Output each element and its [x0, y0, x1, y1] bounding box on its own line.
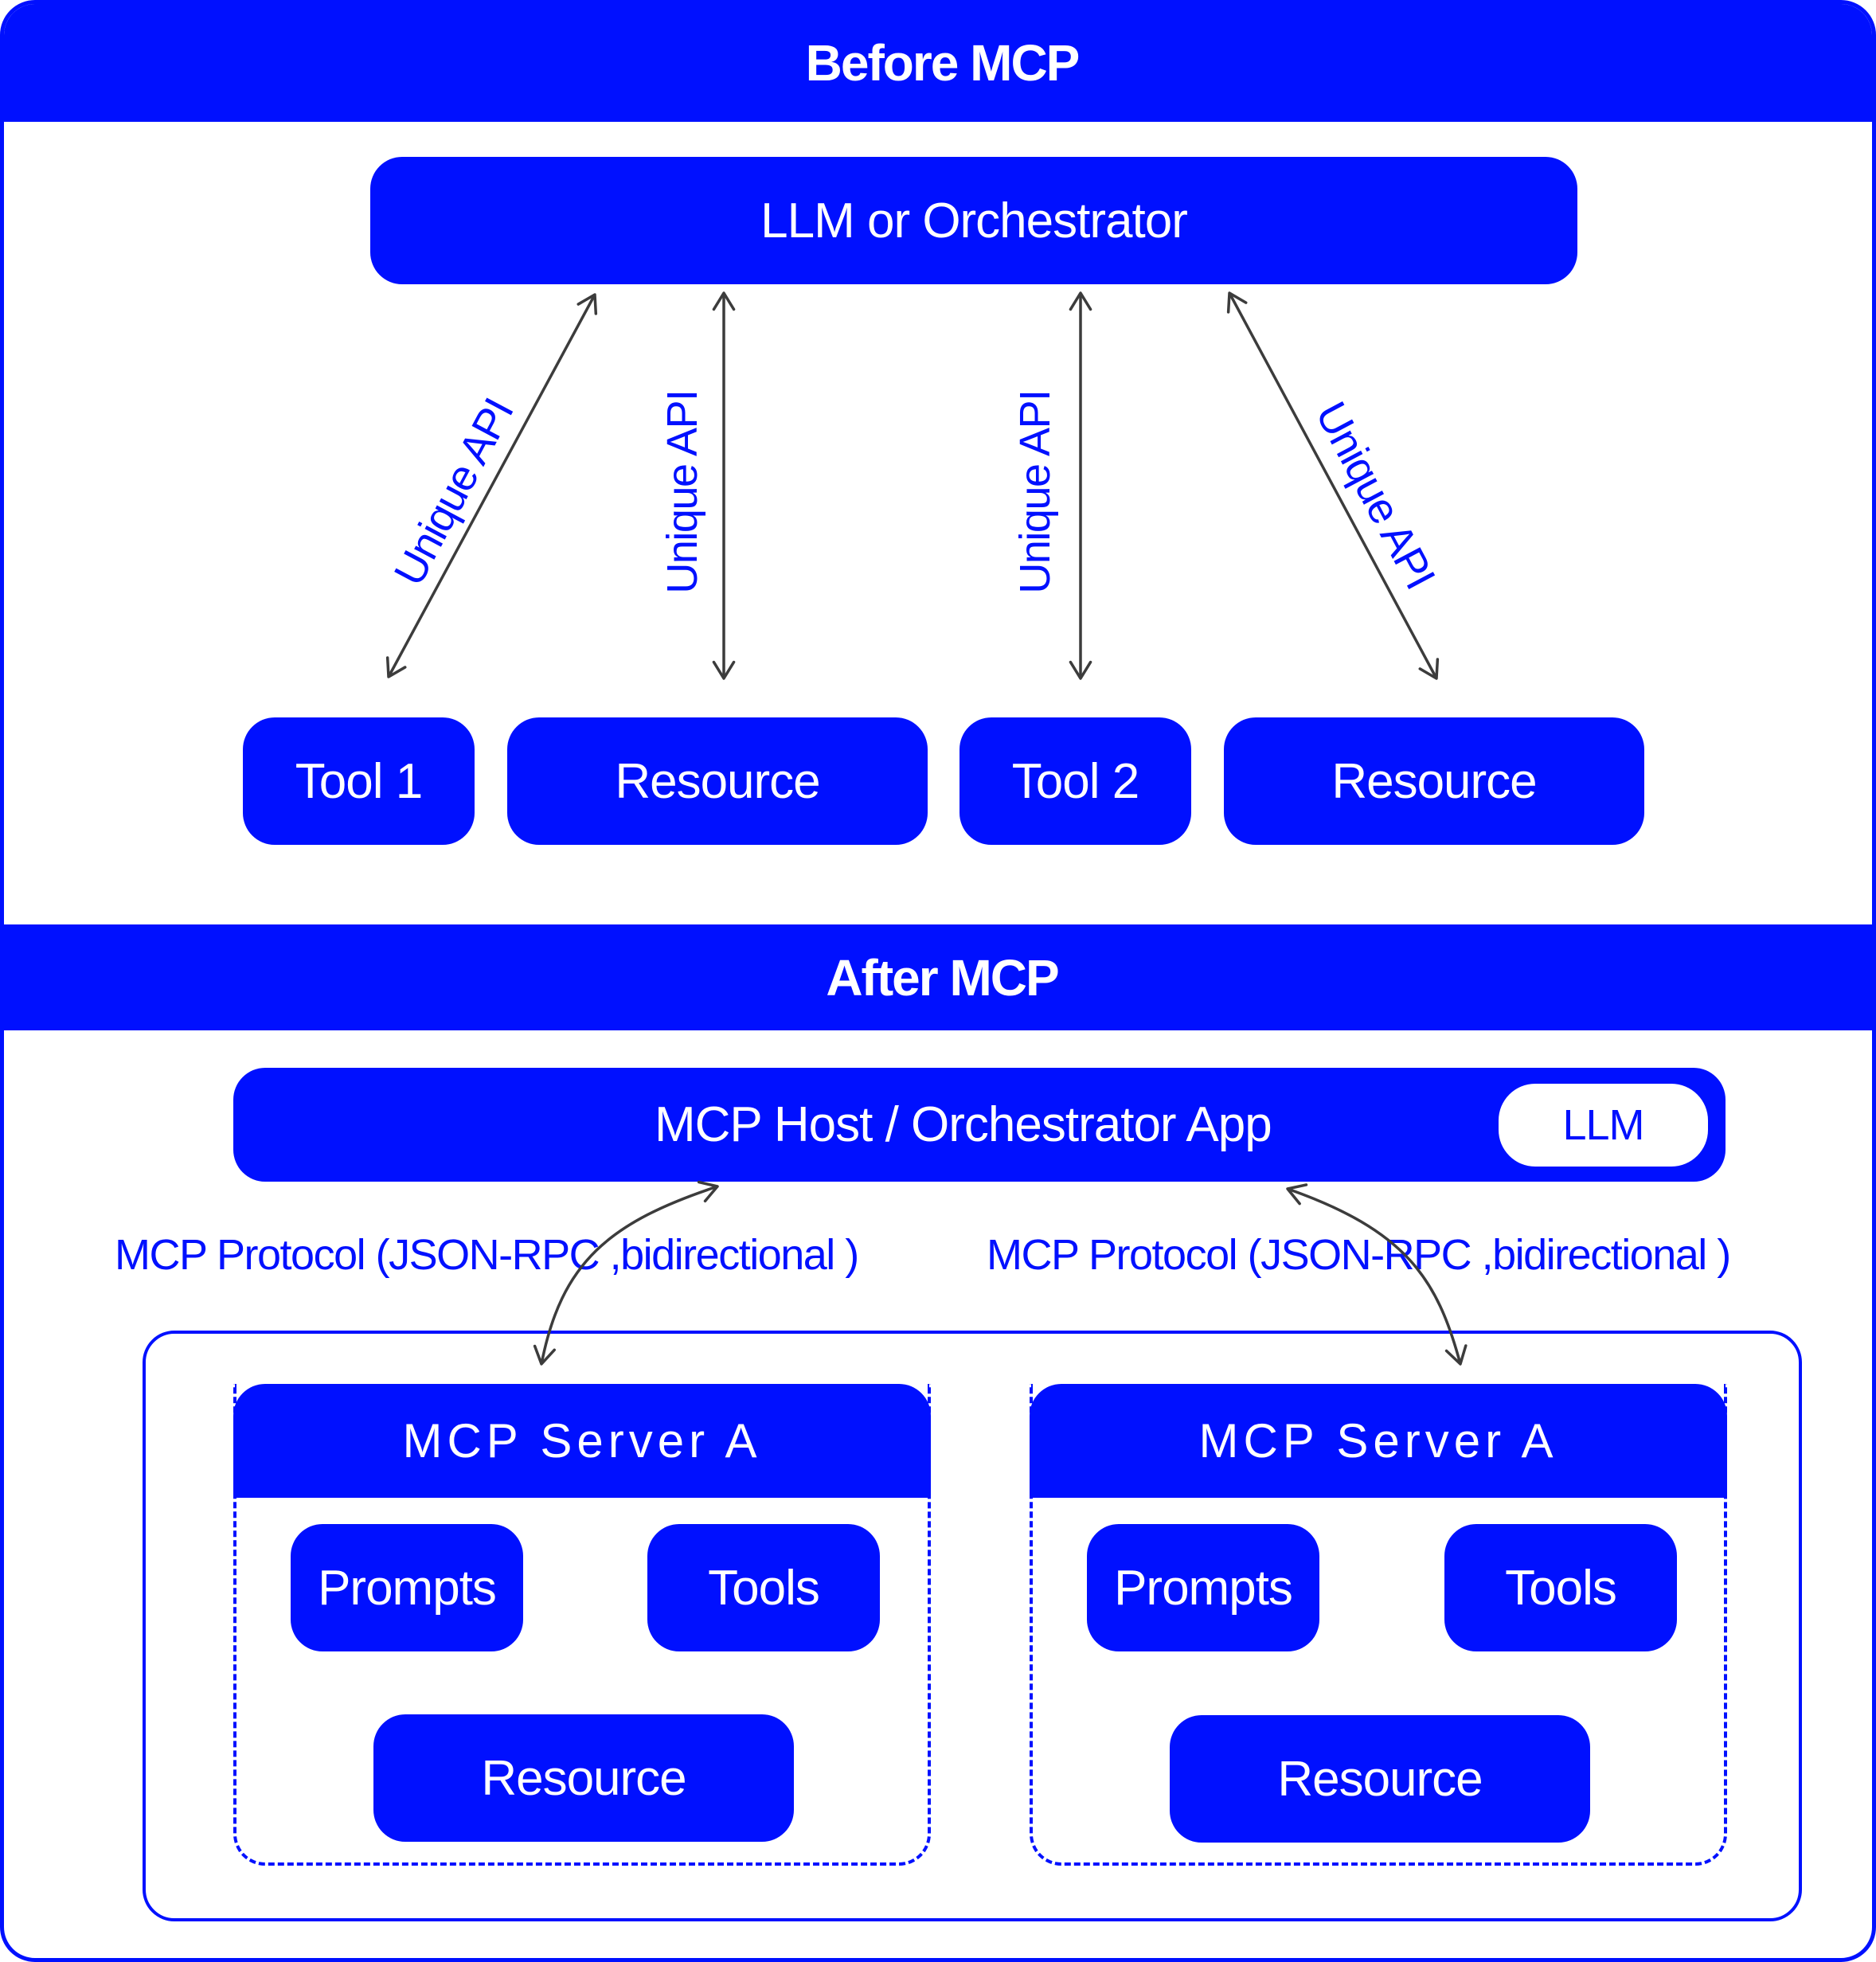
- protocol-label-left: MCP Protocol (JSON-RPC ,bidirectional ): [115, 1231, 859, 1279]
- resource-2-label: Resource: [1331, 753, 1537, 809]
- arrowhead-top-4: [1226, 291, 1248, 314]
- tool-2-box: Tool 2: [959, 717, 1191, 845]
- arrowhead-bottom-3: [1069, 660, 1092, 680]
- prompts-box-right: Prompts: [1087, 1524, 1319, 1651]
- mcp-host-box: MCP Host / Orchestrator App LLM: [233, 1068, 1726, 1182]
- arrow-resource-2: [1228, 292, 1438, 679]
- mcp-server-left: MCP Server A Prompts Tools Resource: [233, 1384, 931, 1866]
- arrowhead-top-3: [1069, 291, 1092, 311]
- resource-1-box: Resource: [507, 717, 928, 845]
- arrowhead-protocol-left-top: [697, 1180, 719, 1203]
- mcp-server-left-header: MCP Server A: [233, 1384, 931, 1498]
- llm-orchestrator-box: LLM or Orchestrator: [370, 157, 1577, 284]
- arrowhead-protocol-right-top: [1286, 1183, 1308, 1206]
- llm-orchestrator-label: LLM or Orchestrator: [760, 193, 1188, 248]
- tools-box-right: Tools: [1444, 1524, 1677, 1651]
- tools-label-right: Tools: [1505, 1560, 1617, 1616]
- unique-api-label-4: Unique API: [1306, 394, 1444, 596]
- mcp-server-right: MCP Server A Prompts Tools Resource: [1030, 1384, 1727, 1866]
- mcp-host-label: MCP Host / Orchestrator App: [655, 1097, 1272, 1152]
- tools-label-left: Tools: [708, 1560, 820, 1616]
- mcp-server-right-title: MCP Server A: [1198, 1414, 1558, 1468]
- tool-1-box: Tool 1: [243, 717, 475, 845]
- servers-container: [143, 1331, 1802, 1921]
- unique-api-label-2: Unique API: [659, 390, 706, 594]
- before-mcp-header: Before MCP: [4, 4, 1872, 122]
- unique-api-label-3: Unique API: [1011, 390, 1059, 594]
- arrowhead-bottom-1: [385, 656, 407, 678]
- prompts-box-left: Prompts: [291, 1524, 523, 1651]
- after-mcp-header: After MCP: [4, 924, 1872, 1030]
- mcp-server-left-title: MCP Server A: [402, 1414, 762, 1468]
- host-llm-label: LLM: [1562, 1101, 1644, 1149]
- unique-api-label-1: Unique API: [385, 391, 523, 593]
- tools-box-left: Tools: [647, 1524, 880, 1651]
- before-mcp-title: Before MCP: [805, 34, 1081, 92]
- resource-1-label: Resource: [615, 753, 820, 809]
- arrowhead-bottom-2: [712, 660, 736, 680]
- resource-box-right: Resource: [1170, 1715, 1590, 1843]
- host-llm-pill: LLM: [1499, 1084, 1708, 1167]
- after-mcp-title: After MCP: [826, 948, 1059, 1006]
- tool-1-label: Tool 1: [295, 753, 423, 809]
- prompts-label-right: Prompts: [1114, 1560, 1293, 1616]
- protocol-label-right: MCP Protocol (JSON-RPC ,bidirectional ): [987, 1231, 1731, 1279]
- arrow-tool-1: [387, 294, 596, 678]
- arrowhead-bottom-4: [1418, 658, 1440, 680]
- resource-box-left: Resource: [373, 1714, 794, 1842]
- resource-2-box: Resource: [1224, 717, 1644, 845]
- resource-label-left: Resource: [481, 1750, 686, 1806]
- arrowhead-top-2: [712, 291, 736, 311]
- arrowhead-top-1: [576, 293, 598, 315]
- mcp-server-right-header: MCP Server A: [1030, 1384, 1727, 1498]
- resource-label-right: Resource: [1277, 1751, 1483, 1807]
- prompts-label-left: Prompts: [318, 1560, 497, 1616]
- tool-2-label: Tool 2: [1011, 753, 1139, 809]
